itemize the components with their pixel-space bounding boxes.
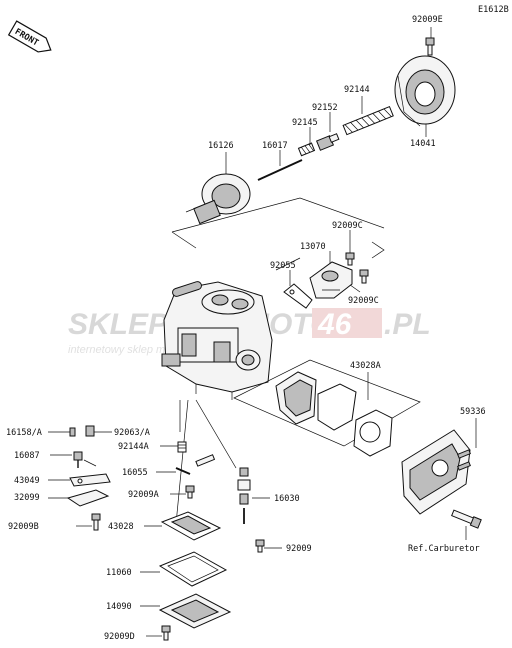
- label-16087: 16087: [14, 451, 40, 461]
- lever-43049: [69, 473, 111, 487]
- label-92009E: 92009E: [412, 15, 443, 25]
- watermark-brand-left: SKLEP: [68, 308, 169, 341]
- screw-92009C-upper: [345, 252, 355, 266]
- bracket-13070: [309, 261, 353, 299]
- spring-92144A: [177, 441, 187, 453]
- gasket-43028: [160, 511, 222, 541]
- gasket-frame-line: [275, 257, 301, 271]
- screw-92009D: [161, 625, 171, 641]
- needle-16017: [257, 159, 303, 181]
- label-14090: 14090: [106, 602, 132, 612]
- label-92009A: 92009A: [128, 490, 159, 500]
- screw-92009C-lower: [359, 269, 369, 284]
- plate-32099: [66, 489, 110, 507]
- screw-ref-carburetor: [451, 509, 482, 529]
- spring-92144: [342, 105, 394, 136]
- watermark: SKLEP MOTO 46 .PL internetowy sklep moto…: [68, 308, 431, 356]
- leader-body-plate: [175, 399, 189, 525]
- screw-92009A: [185, 485, 195, 499]
- label-92144A: 92144A: [118, 442, 149, 452]
- label-32099: 32099: [14, 493, 40, 503]
- label-16055: 16055: [122, 468, 148, 478]
- label-16126: 16126: [208, 141, 234, 151]
- screw-92009E: [425, 37, 435, 56]
- carburetor-body: [161, 281, 273, 400]
- pump-body-59336: [401, 429, 471, 515]
- label-11060: 11060: [106, 568, 132, 578]
- diagram-code: E1612B: [478, 5, 509, 15]
- screw-92009: [255, 539, 265, 553]
- upper-frame-line: [171, 197, 385, 233]
- label-16017: 16017: [262, 141, 288, 151]
- label-43028A: 43028A: [350, 361, 381, 371]
- screw-92009B: [91, 513, 101, 531]
- jet-16158A: [69, 427, 76, 437]
- diaphragm-16126: [185, 173, 251, 225]
- upper-frame-line-2: [171, 231, 197, 249]
- label-13070: 13070: [300, 242, 326, 252]
- spring-92145: [297, 142, 316, 157]
- label-16030: 16030: [274, 494, 300, 504]
- leader-body-jets: [195, 399, 237, 469]
- needle-valve-16087: [73, 451, 97, 468]
- label-92145: 92145: [292, 118, 318, 128]
- label-14041: 14041: [410, 139, 436, 149]
- fitting-92152: [315, 133, 340, 151]
- label-ref-carburetor: Ref.Carburetor: [408, 544, 480, 554]
- label-43049: 43049: [14, 476, 40, 486]
- label-59336: 59336: [460, 407, 486, 417]
- label-16158A: 16158/A: [6, 428, 42, 438]
- label-92009D: 92009D: [104, 632, 135, 642]
- label-92009C-lower: 92009C: [348, 296, 379, 306]
- label-92055: 92055: [270, 261, 296, 271]
- watermark-brand-num: 46: [317, 308, 352, 341]
- label-92009C-upper: 92009C: [332, 221, 363, 231]
- jet-stack-16030: [237, 467, 251, 524]
- label-92009B: 92009B: [8, 522, 39, 532]
- label-92063A: 92063/A: [114, 428, 150, 438]
- bracket-frame-line: [371, 241, 385, 259]
- gasket-92055: [283, 283, 313, 309]
- pin-16055: [175, 454, 216, 475]
- screw-92063A: [85, 425, 95, 437]
- front-direction-badge: FRONT: [7, 20, 52, 53]
- label-43028: 43028: [108, 522, 134, 532]
- gasket-43028A: [233, 359, 421, 457]
- cover-14090: [158, 593, 232, 629]
- diaphragm-11060: [158, 551, 228, 587]
- label-92144: 92144: [344, 85, 370, 95]
- watermark-brand-tld: .PL: [384, 308, 431, 341]
- label-92152: 92152: [312, 103, 338, 113]
- cover-14041: [394, 55, 456, 127]
- label-92009: 92009: [286, 544, 312, 554]
